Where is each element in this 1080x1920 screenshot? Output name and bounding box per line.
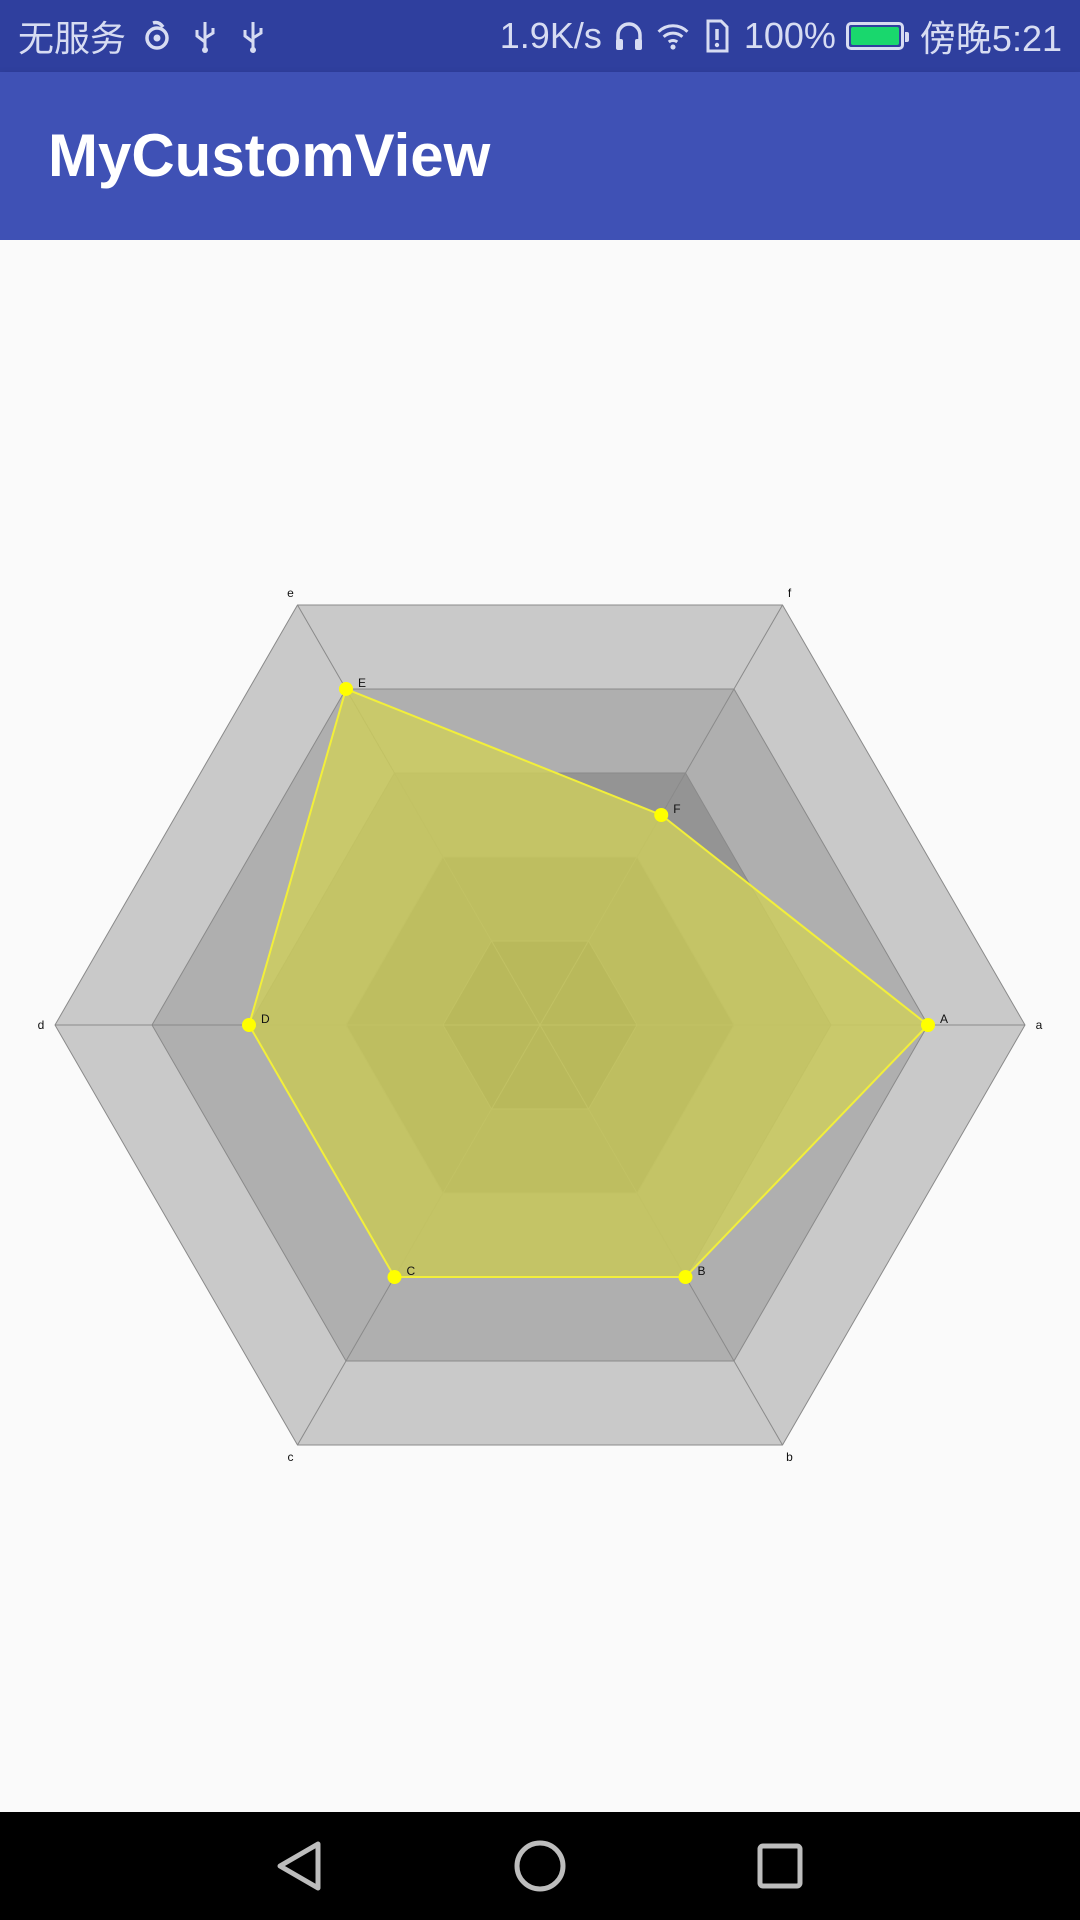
home-icon[interactable]	[510, 1836, 570, 1896]
net-speed-text: 1.9K/s	[499, 15, 602, 56]
data-label-E: E	[358, 676, 366, 690]
data-point-B	[678, 1270, 693, 1285]
status-right-group: 1.9K/s 100% 傍	[500, 10, 1062, 62]
axis-label-b: b	[786, 1450, 793, 1464]
radar-chart: a b c d e fA B C D E F	[38, 586, 1043, 1464]
app-bar: MyCustomView	[0, 72, 1080, 240]
data-point-C	[387, 1270, 402, 1285]
usb-icon	[188, 16, 222, 56]
data-label-D: D	[261, 1012, 270, 1026]
data-point-F	[654, 807, 669, 822]
axis-label-e: e	[287, 586, 294, 600]
sim-alert-icon	[700, 16, 734, 56]
axis-label-d: d	[38, 1018, 45, 1032]
data-label-A: A	[940, 1012, 948, 1026]
axis-label-c: c	[288, 1450, 294, 1464]
data-label-B: B	[698, 1264, 706, 1278]
headset-icon	[612, 16, 646, 56]
sync-icon	[140, 16, 174, 56]
wifi-icon	[656, 16, 690, 56]
recents-icon[interactable]	[750, 1836, 810, 1896]
data-point-E	[339, 681, 353, 696]
data-label-C: C	[407, 1264, 416, 1278]
status-bar: 无服务 1.9K/s	[0, 0, 1080, 72]
battery-level-fill	[850, 27, 899, 45]
battery-charging-icon	[845, 22, 909, 50]
data-label-F: F	[673, 802, 680, 816]
back-icon[interactable]	[270, 1836, 330, 1896]
usb-icon	[236, 16, 270, 56]
clock-text: 傍晚5:21	[919, 18, 1062, 59]
status-left-group: 无服务	[18, 10, 270, 62]
app-title: MyCustomView	[48, 122, 491, 189]
axis-label-f: f	[788, 586, 792, 600]
axis-label-a: a	[1036, 1018, 1043, 1032]
carrier-text: 无服务	[18, 18, 127, 59]
navigation-bar	[0, 1812, 1080, 1920]
battery-percent-text: 100%	[743, 15, 836, 56]
data-point-A	[921, 1018, 935, 1032]
data-point-D	[242, 1018, 256, 1032]
